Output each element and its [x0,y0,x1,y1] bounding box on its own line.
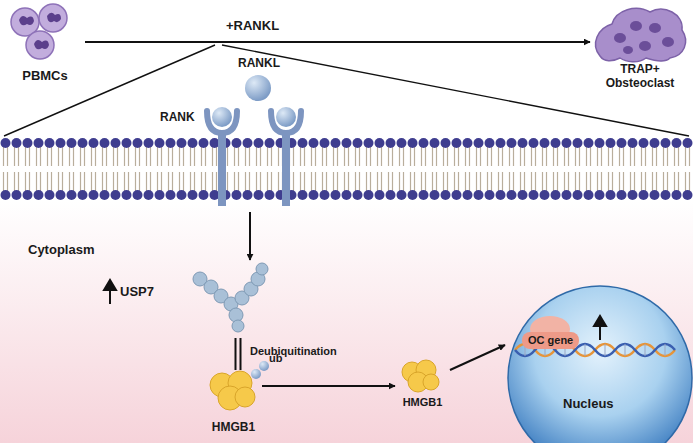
protein-node: HMGB1 [205,370,262,440]
edge-label: Deubiquitination [250,345,337,358]
ligand-node: RANKL [232,54,286,102]
node-text: PBMCs [5,68,85,84]
node-text: OC gene [528,334,573,347]
connector-line [262,385,395,387]
connector-line [85,41,590,43]
gene-box: OC gene [522,332,579,349]
node-text: TRAP+ Obsteoclast [600,62,680,91]
ubiquitin [251,361,269,379]
increase-arrow [104,280,116,304]
region-label: Cytoplasm [28,242,94,258]
cell-membrane [0,137,693,201]
node-text: HMGB1 [205,420,262,434]
connector-line [249,212,251,260]
arrow-connector [450,345,505,370]
pbmc-cells [11,4,67,59]
osteoclast-node: TRAP+ Obsteoclast [590,0,690,96]
connector-line [235,338,237,370]
zoom-lines [4,45,689,136]
increase-arrow [594,316,606,340]
osteoclast-cell [596,8,686,61]
usp7-protein [193,263,268,332]
nucleus-node: Nucleus OC gene [505,290,693,443]
connector-line [450,345,505,370]
node-text: USP7 [120,284,165,300]
node-text: Nucleus [563,396,633,412]
arrow-connector [250,212,251,260]
enzyme-node: USP7 [100,260,275,338]
receptor-node: RANK [156,104,310,212]
hmgb1-protein [402,360,439,392]
rankl-ball [245,75,271,101]
nucleus-body [508,286,692,443]
ubiquitin-label: ub [269,352,282,365]
arrow-connector [85,42,590,43]
edge-label: +RANKL [226,18,279,34]
arrow-connector [262,386,395,387]
node-text: HMGB1 [395,396,450,409]
node-text: RANKL [232,56,286,70]
connector-line [240,338,242,370]
double-line-connector [236,338,241,370]
rank-receptors [207,107,301,206]
node-text: RANK [160,110,200,124]
protein-node: HMGB1 [395,358,450,414]
cell-group: PBMCs [5,2,85,92]
hmgb1-protein [210,371,255,410]
